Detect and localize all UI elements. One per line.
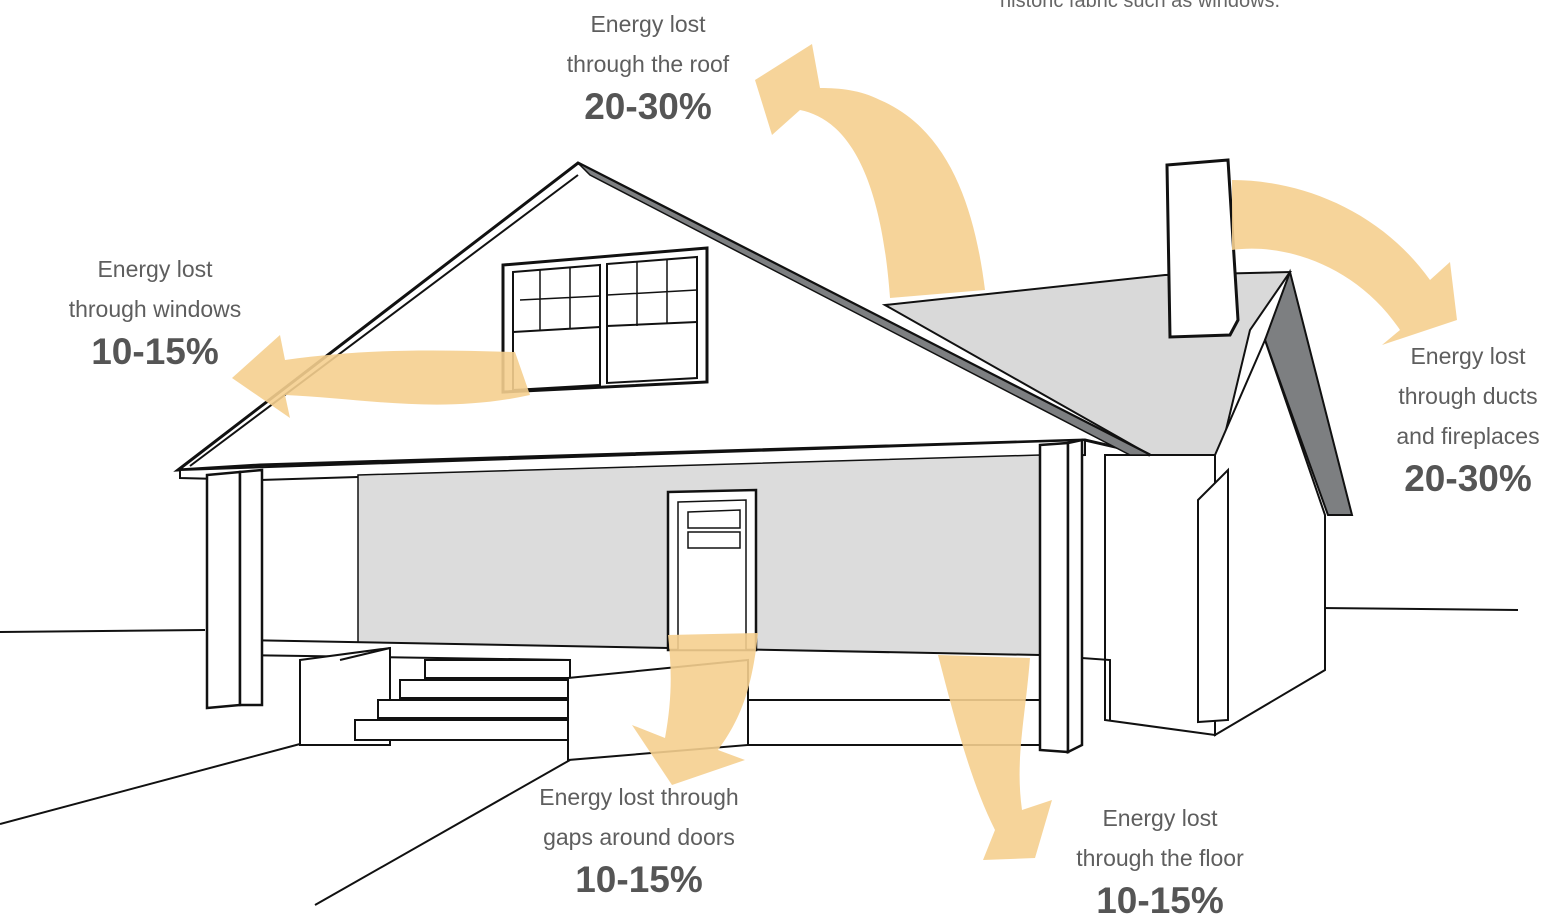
label-ducts-line1: Energy lost	[1378, 336, 1558, 376]
label-roof: Energy lost through the roof 20-30%	[548, 4, 748, 130]
label-floor-line1: Energy lost	[1055, 798, 1265, 838]
label-doors-value: 10-15%	[520, 857, 758, 903]
label-windows-line2: through windows	[55, 289, 255, 329]
label-ducts-line3: and fireplaces	[1378, 416, 1558, 456]
label-floor-value: 10-15%	[1055, 878, 1265, 920]
label-roof-line2: through the roof	[548, 44, 748, 84]
label-roof-line1: Energy lost	[548, 4, 748, 44]
chimney	[1167, 160, 1238, 337]
label-windows-value: 10-15%	[55, 329, 255, 375]
roof-arrow	[755, 44, 985, 298]
label-windows-line1: Energy lost	[55, 249, 255, 289]
label-ducts: Energy lost through ducts and fireplaces…	[1378, 336, 1558, 502]
label-floor: Energy lost through the floor 10-15%	[1055, 798, 1265, 920]
label-floor-line2: through the floor	[1055, 838, 1265, 878]
duct-arrow	[1232, 180, 1457, 345]
label-doors: Energy lost through gaps around doors 10…	[520, 777, 758, 903]
label-roof-value: 20-30%	[548, 84, 748, 130]
label-ducts-value: 20-30%	[1378, 456, 1558, 502]
label-ducts-line2: through ducts	[1378, 376, 1558, 416]
upper-window	[503, 248, 707, 392]
label-windows: Energy lost through windows 10-15%	[55, 249, 255, 375]
label-doors-line2: gaps around doors	[520, 817, 758, 857]
front-door	[668, 490, 756, 650]
label-doors-line1: Energy lost through	[520, 777, 758, 817]
